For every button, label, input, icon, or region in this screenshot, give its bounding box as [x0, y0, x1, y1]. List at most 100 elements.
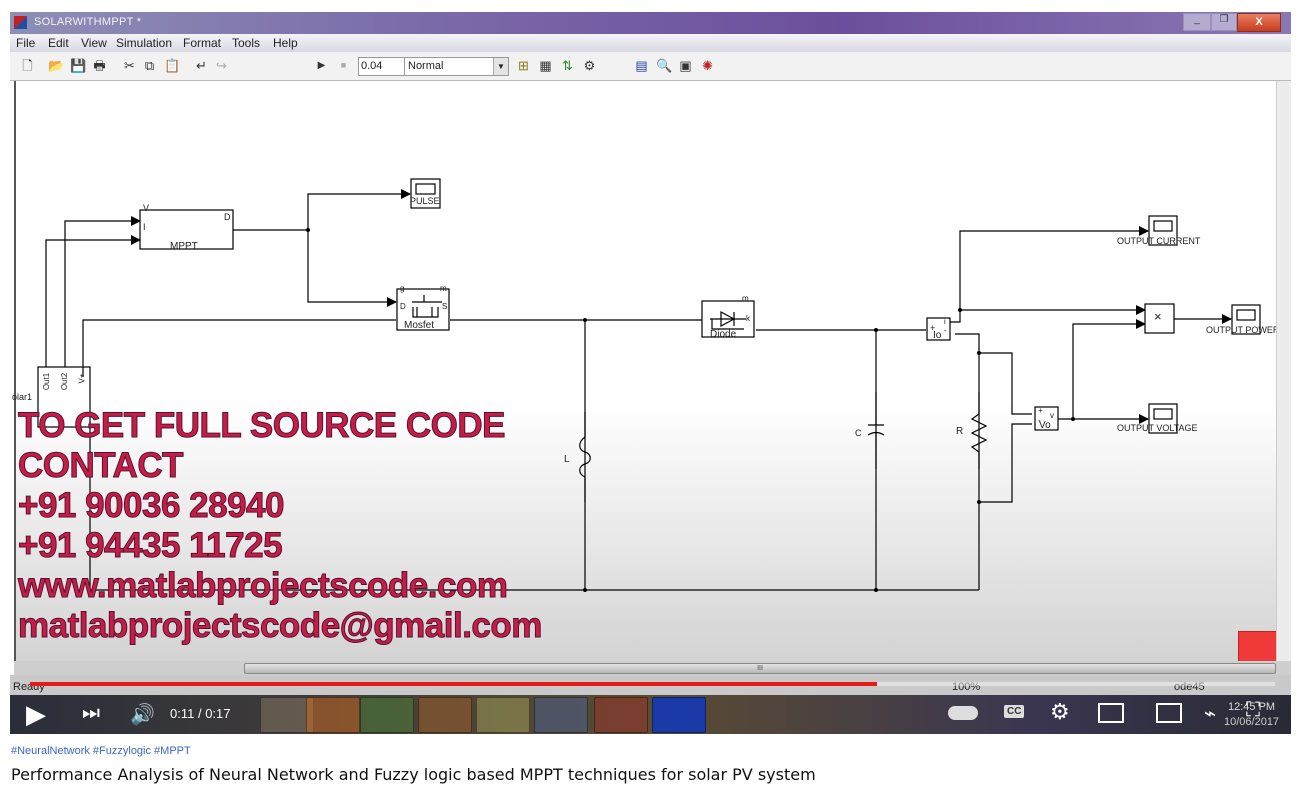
sticky-notes-icon[interactable] — [476, 697, 530, 733]
debugger-icon[interactable]: ⇅ — [562, 58, 573, 73]
stop-time-field[interactable]: 0.04 — [358, 57, 408, 76]
model-explorer-icon[interactable]: ▦ — [539, 58, 552, 73]
print-icon[interactable]: 🖶 — [93, 58, 106, 73]
menu-tools[interactable]: Tools — [232, 36, 261, 50]
start-icon[interactable]: ▶ — [317, 60, 326, 71]
config-icon[interactable]: ✺ — [702, 58, 713, 73]
product-block[interactable] — [1144, 303, 1175, 334]
mosfet-port-d: D — [400, 302, 406, 311]
time-current: 0:11 — [170, 706, 195, 721]
copy-icon[interactable]: ⧉ — [144, 58, 155, 73]
wire-product-v — [1072, 319, 1146, 419]
diode-port-m: m — [742, 294, 749, 303]
fullscreen-icon[interactable]: ⛶ — [1246, 699, 1260, 721]
menu-file[interactable]: File — [16, 36, 36, 50]
vertical-scrollbar[interactable] — [1276, 81, 1291, 669]
solar-label: olar1 — [12, 392, 33, 402]
minimize-button[interactable]: _ — [1183, 13, 1211, 31]
undo-icon[interactable]: ↵ — [196, 58, 207, 73]
chrome-icon[interactable] — [360, 697, 414, 733]
promo-line-2: CONTACT — [18, 446, 185, 486]
menu-edit[interactable]: Edit — [48, 36, 69, 50]
wire-gate — [307, 230, 397, 307]
output-current-label: OUTPUT CURRENT — [1117, 236, 1201, 246]
wire-solar-i — [45, 235, 141, 367]
play-icon[interactable]: ▶ — [26, 699, 46, 729]
close-button[interactable]: X — [1237, 13, 1281, 32]
block-diagram — [37, 178, 1261, 592]
inductor-label: L — [564, 454, 570, 465]
junction-dot — [977, 351, 981, 355]
model-canvas[interactable] — [14, 81, 1278, 669]
maximize-button[interactable]: ❐ — [1211, 13, 1237, 31]
open-icon[interactable]: 📂 — [48, 58, 65, 73]
autoplay-toggle[interactable] — [948, 706, 978, 720]
paste-icon[interactable]: 📋 — [164, 58, 181, 73]
miniplayer-icon[interactable] — [1098, 703, 1124, 723]
browser-icon[interactable]: ▣ — [679, 58, 692, 73]
mppt-port-i: I — [143, 222, 146, 232]
vo-port-plus: + — [1038, 406, 1043, 415]
simulink-app-icon — [14, 16, 27, 29]
promo-phone-1: +91 90036 28940 — [18, 486, 285, 526]
horizontal-scrollbar[interactable]: III — [14, 661, 1291, 675]
vo-label: Vo — [1039, 420, 1051, 431]
video-progress-fill — [30, 682, 877, 686]
capacitor-label: C — [855, 428, 862, 438]
next-icon[interactable]: ⏭ — [82, 702, 100, 724]
stop-icon[interactable]: ■ — [340, 60, 347, 70]
output-power-scope-screen — [1236, 309, 1256, 321]
menu-view[interactable]: View — [81, 36, 107, 50]
wire-output-current — [950, 226, 1149, 323]
promo-line-1: TO GET FULL SOURCE CODE — [18, 406, 506, 446]
menu-help[interactable]: Help — [273, 36, 298, 50]
video-player[interactable]: SOLARWITHMPPT * _ ❐ X File Edit View Sim… — [10, 12, 1291, 734]
status-zoom: 100% — [952, 681, 981, 693]
status-solver: ode45 — [1174, 681, 1205, 693]
cc-button[interactable]: CC — [1004, 705, 1025, 718]
theater-mode-icon[interactable] — [1156, 703, 1182, 723]
menu-simulation[interactable]: Simulation — [116, 36, 173, 50]
video-progress-bar[interactable] — [30, 682, 1275, 686]
inspect-icon[interactable]: 🔍 — [656, 58, 673, 73]
firefox-icon[interactable] — [306, 697, 360, 733]
toolbar: 🗋 📂 💾 🖶 ✂ ⧉ 📋 ↵ ↪ ▶ ■ 0.04 Normal ▼ ⊞ ▦ … — [10, 52, 1291, 81]
build-icon[interactable]: ⚙ — [583, 58, 596, 73]
settings-gear-icon[interactable]: ⚙ — [1050, 699, 1070, 724]
word-icon[interactable] — [534, 697, 588, 733]
volume-icon[interactable]: 🔊 — [130, 704, 155, 726]
promo-website: www.matlabprojectscode.com — [17, 566, 508, 606]
solar-port-vplus: V+ — [77, 373, 87, 384]
wire-solar-v — [64, 216, 141, 367]
solar-port-out2: Out2 — [60, 372, 70, 391]
solar-block[interactable] — [37, 366, 91, 428]
save-icon[interactable]: 💾 — [70, 58, 87, 73]
window-app-icon[interactable] — [652, 697, 706, 733]
mosfet-port-s: S — [442, 302, 448, 311]
mosfet-block[interactable] — [396, 288, 450, 331]
horizontal-scroll-thumb[interactable]: III — [244, 663, 1276, 674]
mosfet-label: Mosfet — [404, 320, 435, 331]
menu-format[interactable]: Format — [183, 36, 222, 50]
library-icon[interactable]: ⊞ — [518, 58, 529, 73]
cut-icon[interactable]: ✂ — [124, 58, 135, 73]
player-controls: ▶ ⏭ 🔊 0:11 / 0:17 CC ⚙ ⌁ 12:45 PM 10/06/… — [10, 695, 1291, 734]
pulse-scope-screen — [415, 183, 436, 195]
redo-icon[interactable]: ↪ — [216, 58, 227, 73]
video-title: Performance Analysis of Neural Network a… — [11, 765, 816, 784]
simulation-mode-select[interactable]: Normal ▼ — [404, 57, 509, 76]
new-icon[interactable]: 🗋 — [22, 58, 33, 73]
explorer-icon[interactable] — [260, 697, 314, 733]
pdf-icon[interactable] — [594, 697, 648, 733]
time-total: 0:17 — [205, 706, 231, 721]
junction-dot — [977, 500, 981, 504]
cast-icon[interactable]: ⌁ — [1204, 703, 1217, 725]
io-block[interactable] — [926, 317, 951, 341]
matlab-icon[interactable] — [418, 697, 472, 733]
video-hashtags[interactable]: #NeuralNetwork #Fuzzylogic #MPPT — [11, 745, 191, 757]
hilite-icon[interactable]: ▤ — [635, 58, 648, 73]
junction-dot — [1071, 417, 1075, 421]
promo-email: matlabprojectscode@gmail.com — [18, 606, 543, 646]
chevron-down-icon[interactable]: ▼ — [493, 58, 508, 75]
clock-date: 10/06/2017 — [1224, 716, 1280, 728]
